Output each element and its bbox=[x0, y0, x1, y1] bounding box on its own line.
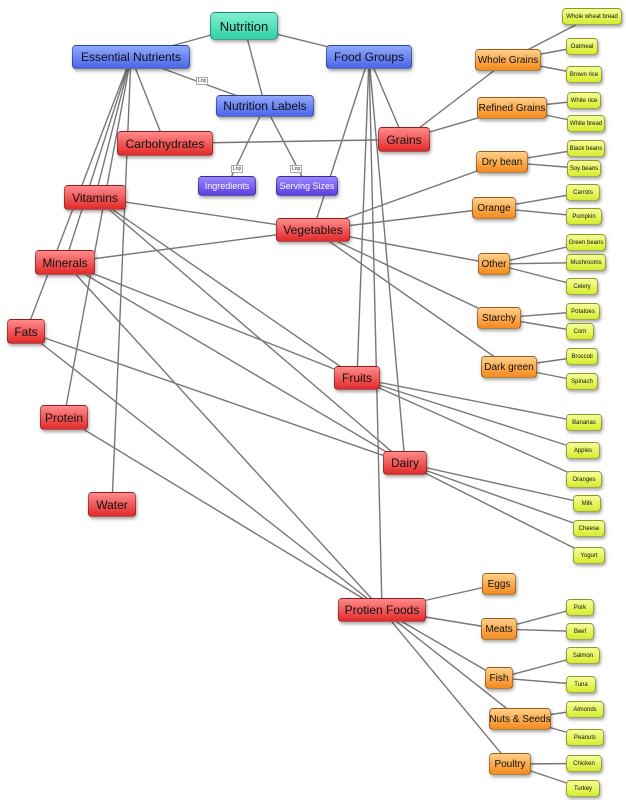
link-tag-2: Lnp bbox=[231, 165, 244, 173]
node-greenbeans[interactable]: Green beans bbox=[566, 234, 606, 251]
node-nuts[interactable]: Nuts & Seeds bbox=[489, 708, 551, 730]
edge-essential-vitamins bbox=[94, 56, 132, 198]
node-broccoli[interactable]: Broccoli bbox=[566, 348, 598, 365]
node-corn[interactable]: Corn bbox=[566, 323, 594, 340]
node-foodgroups[interactable]: Food Groups bbox=[326, 45, 412, 69]
node-almonds[interactable]: Almonds bbox=[566, 701, 604, 718]
node-carbs[interactable]: Carbohydrates bbox=[117, 131, 213, 156]
edge-vitamins-dairy bbox=[94, 196, 406, 464]
edge-minerals-protienfoods bbox=[64, 262, 383, 611]
edge-fats-dairy bbox=[25, 330, 406, 464]
edge-protienfoods-poultry bbox=[381, 609, 511, 765]
edge-essential-carbs bbox=[130, 56, 166, 144]
edge-vegetables-darkgreen bbox=[312, 229, 510, 368]
node-milk[interactable]: Milk bbox=[573, 495, 601, 512]
node-salmon[interactable]: Salmon bbox=[566, 647, 600, 664]
node-oranges[interactable]: Oranges bbox=[566, 471, 602, 488]
node-grains[interactable]: Grains bbox=[378, 127, 430, 152]
node-peanuts[interactable]: Peanuts bbox=[566, 729, 604, 746]
edge-dairy-cheese bbox=[404, 462, 590, 530]
node-tuna[interactable]: Tuna bbox=[566, 676, 596, 693]
edge-minerals-dairy bbox=[64, 261, 406, 464]
node-labels[interactable]: Nutrition Labels bbox=[216, 95, 314, 117]
node-darkgreen[interactable]: Dark green bbox=[481, 356, 537, 378]
edge-vegetables-starchy bbox=[312, 229, 500, 319]
node-bananas[interactable]: Bananas bbox=[566, 414, 602, 431]
node-orange[interactable]: Orange bbox=[472, 197, 516, 219]
edge-essential-protein bbox=[63, 56, 132, 418]
edge-essential-minerals bbox=[64, 56, 132, 263]
edge-protienfoods-nuts bbox=[381, 609, 521, 720]
node-nutrition[interactable]: Nutrition bbox=[210, 12, 278, 40]
edge-minerals-fruits bbox=[64, 261, 358, 379]
node-fruits[interactable]: Fruits bbox=[334, 366, 380, 390]
edge-minerals-vegetables bbox=[64, 229, 314, 264]
node-dairy[interactable]: Dairy bbox=[383, 451, 427, 475]
node-cheese[interactable]: Cheese bbox=[573, 520, 605, 537]
node-other[interactable]: Other bbox=[478, 253, 510, 275]
node-potatoes[interactable]: Potatoes bbox=[566, 303, 600, 320]
node-starchy[interactable]: Starchy bbox=[477, 307, 521, 329]
node-minerals[interactable]: Minerals bbox=[35, 250, 95, 275]
node-whiterice[interactable]: White rice bbox=[567, 92, 601, 109]
node-beef[interactable]: Beef bbox=[566, 623, 594, 640]
node-whitebread[interactable]: White bread bbox=[567, 115, 605, 132]
link-tag-1: Lnp bbox=[196, 77, 209, 85]
node-essential[interactable]: Essential Nutrients bbox=[72, 45, 190, 69]
node-meats[interactable]: Meats bbox=[481, 618, 517, 640]
edge-foodgroups-protienfoods bbox=[368, 56, 383, 611]
node-protein[interactable]: Protein bbox=[40, 405, 88, 430]
node-fish[interactable]: Fish bbox=[485, 667, 513, 689]
edge-essential-water bbox=[111, 56, 132, 505]
node-mushrooms[interactable]: Mushrooms bbox=[566, 254, 606, 271]
edge-foodgroups-vegetables bbox=[312, 56, 370, 231]
node-protienfoods[interactable]: Protien Foods bbox=[338, 598, 426, 622]
node-drybean[interactable]: Dry bean bbox=[476, 151, 528, 173]
node-celery[interactable]: Celery bbox=[566, 278, 598, 295]
link-tag-3: Lnp bbox=[290, 165, 303, 173]
node-vegetables[interactable]: Vegetables bbox=[276, 218, 350, 242]
node-carrots[interactable]: Carrots bbox=[566, 184, 600, 201]
edge-vitamins-fruits bbox=[94, 196, 358, 379]
edge-foodgroups-dairy bbox=[368, 56, 406, 464]
edge-dairy-yogurt bbox=[404, 462, 590, 557]
edge-grains-wholegrains bbox=[403, 59, 509, 141]
node-pork[interactable]: Pork bbox=[566, 599, 594, 616]
node-apples[interactable]: Apples bbox=[566, 442, 600, 459]
edge-fats-protienfoods bbox=[25, 330, 383, 611]
edge-fruits-apples bbox=[356, 377, 584, 452]
node-serving[interactable]: Serving Sizes bbox=[276, 176, 338, 196]
node-wwbread[interactable]: Whole wheat bread bbox=[562, 8, 622, 25]
node-ingredients[interactable]: Ingredients bbox=[198, 176, 256, 196]
node-brownrice[interactable]: Brown rice bbox=[566, 66, 602, 83]
node-refined[interactable]: Refined Grains bbox=[477, 97, 547, 119]
node-turkey[interactable]: Turkey bbox=[566, 780, 600, 797]
node-spinach[interactable]: Spinach bbox=[566, 373, 598, 390]
node-poultry[interactable]: Poultry bbox=[489, 753, 531, 775]
node-soybeans[interactable]: Soy beans bbox=[567, 160, 601, 177]
edge-fruits-oranges bbox=[356, 377, 585, 481]
node-wholegrains[interactable]: Whole Grains bbox=[475, 49, 541, 71]
node-vitamins[interactable]: Vitamins bbox=[64, 185, 126, 210]
edge-labels-serving bbox=[264, 105, 308, 187]
edge-protein-protienfoods bbox=[63, 416, 383, 611]
edge-dairy-milk bbox=[404, 462, 588, 505]
node-pumpkin[interactable]: Pumpkin bbox=[566, 208, 602, 225]
node-yogurt[interactable]: Yogurt bbox=[573, 547, 605, 564]
edge-labels-ingredients bbox=[226, 105, 266, 187]
edge-fruits-bananas bbox=[356, 377, 585, 424]
node-water[interactable]: Water bbox=[88, 492, 136, 517]
edge-foodgroups-grains bbox=[368, 56, 405, 140]
node-fats[interactable]: Fats bbox=[7, 319, 45, 344]
node-eggs[interactable]: Eggs bbox=[482, 573, 516, 595]
node-chicken[interactable]: Chicken bbox=[566, 755, 602, 772]
edge-foodgroups-fruits bbox=[356, 56, 370, 379]
node-blackbeans[interactable]: Black beans bbox=[567, 140, 605, 157]
node-oatmeal[interactable]: Oatmeal bbox=[566, 38, 598, 55]
